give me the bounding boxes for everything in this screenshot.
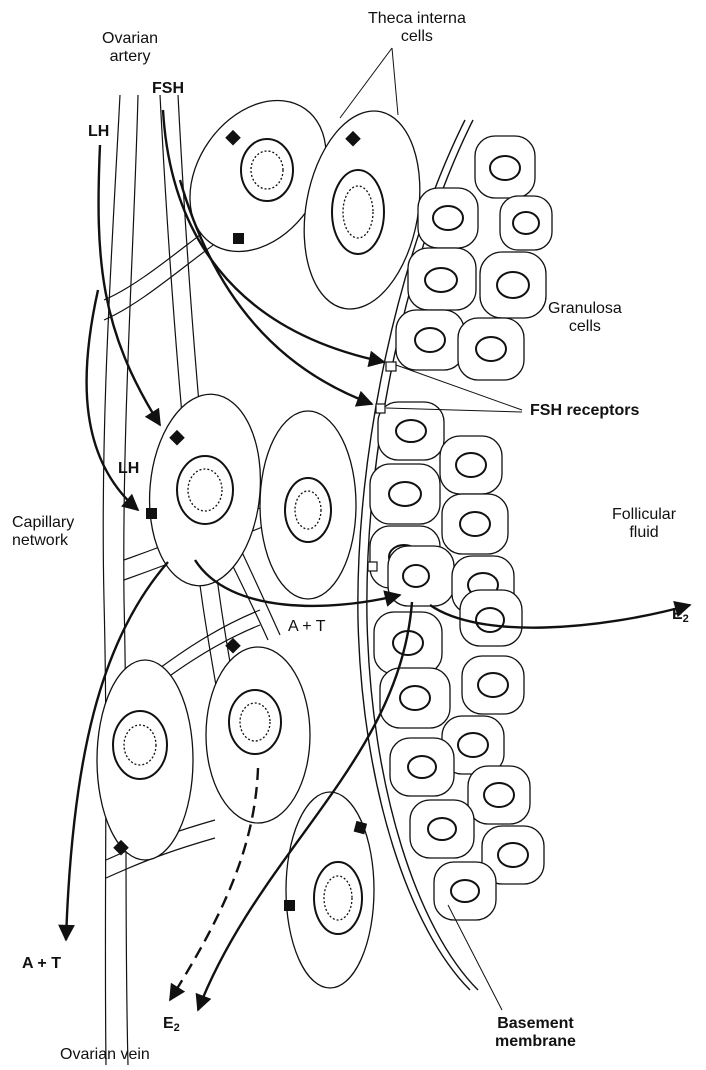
granulosa-cell [460,590,522,646]
basement-membrane-label: Basement membrane [495,1015,576,1052]
granulosa-cell [388,546,454,606]
capillary-network-label-line1: Capillary [12,514,74,532]
granulosa-label: Granulosa cells [548,300,622,337]
theca-cell [260,411,356,599]
theca-interna-label: Theca interna cells [368,10,466,47]
granulosa-label-line1: Granulosa [548,300,622,318]
granulosa-cell [434,862,496,920]
fsh-receptors-label: FSH receptors [530,402,639,420]
granulosa-cell [374,612,442,674]
granulosa-cell [480,252,546,318]
follicular-fluid-label-line1: Follicular [612,506,676,524]
e2-right-label: E2 [672,606,689,624]
ovarian-artery-label: Ovarian artery [102,30,158,67]
basement-membrane-label-line2: membrane [495,1033,576,1051]
e2-bottom-label: E2 [163,1015,180,1033]
theca-cell [286,792,374,988]
granulosa-cell [462,656,524,714]
lh-mid-label: LH [118,460,139,478]
granulosa-cell [442,494,508,554]
capillary-network-label-line2: network [12,532,74,550]
granulosa-label-line2: cells [548,318,622,336]
granulosa-cell [500,196,552,250]
e2-bottom-subscript: 2 [174,1022,180,1034]
granulosa-cell [458,318,524,380]
follicular-fluid-label: Follicular fluid [612,506,676,543]
granulosa-cell [418,188,478,248]
e2-right-letter: E [672,606,683,623]
a-plus-t-mid-label: A + T [288,618,326,636]
theca-cell [206,647,310,823]
ovarian-vein-label: Ovarian vein [60,1046,150,1064]
granulosa-cell [468,766,530,824]
e2-bottom-letter: E [163,1015,174,1032]
granulosa-cell [378,402,444,460]
lh-arrow [99,145,160,425]
lh-top-label: LH [88,123,109,141]
granulosa-cell [440,436,502,494]
basement-membrane-label-line1: Basement [495,1015,576,1033]
a-plus-t-bottom-label: A + T [22,955,61,973]
theca-interna-label-line2: cells [368,28,466,46]
granulosa-cell [380,668,450,728]
granulosa-cell [475,136,535,198]
granulosa-cell [370,464,440,524]
theca-cell [97,660,193,860]
granulosa-cell [408,248,476,310]
fsh-label: FSH [152,80,184,98]
granulosa-cell [396,310,464,370]
theca-interna-label-line1: Theca interna [368,10,466,28]
ovarian-artery-label-line2: artery [102,48,158,66]
ovarian-artery-label-line1: Ovarian [102,30,158,48]
e2-right-subscript: 2 [683,613,689,625]
capillary-network-label: Capillary network [12,514,74,551]
granulosa-cell [410,800,474,858]
granulosa-cell [390,738,454,796]
follicular-fluid-label-line2: fluid [612,524,676,542]
theca-cell [142,390,268,591]
